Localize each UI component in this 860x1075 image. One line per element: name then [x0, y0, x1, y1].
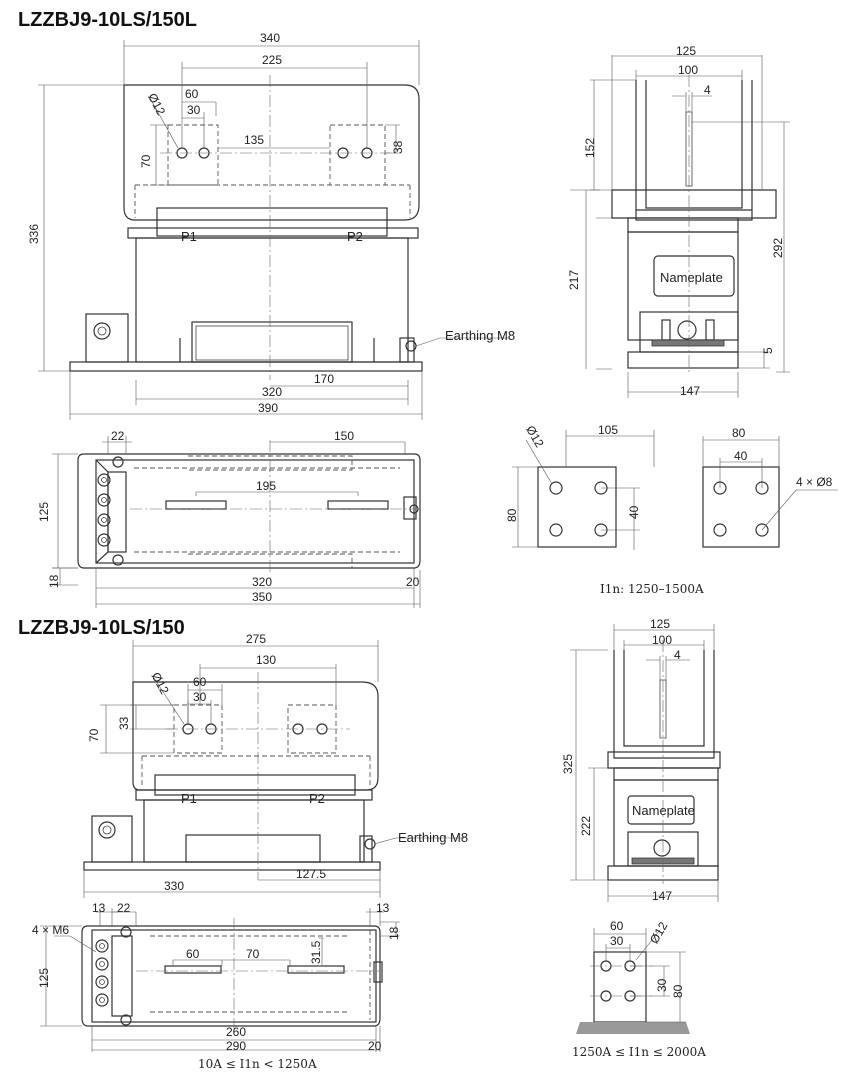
- term-dim-80b: 80: [732, 426, 746, 440]
- dim-217: 217: [567, 270, 581, 290]
- upper-side-view: 125 100 4 152 292 217 5 147 Nameplate: [567, 44, 790, 398]
- term-phi12: Ø12: [523, 423, 547, 450]
- term-dim-105: 105: [598, 423, 618, 437]
- label-p1: P1: [181, 229, 197, 244]
- lower-dim-60: 60: [193, 675, 207, 689]
- dim-135: 135: [244, 133, 264, 147]
- lower-side-dim-4: 4: [674, 648, 681, 662]
- upper-title: LZZBJ9-10LS/150L: [18, 9, 197, 31]
- lower-side-dim-125: 125: [650, 617, 670, 631]
- lower-plan-dim-22: 22: [117, 901, 131, 915]
- plan-dim-350: 350: [252, 590, 272, 604]
- lower-term-dim-60: 60: [610, 919, 624, 933]
- lower-side-view: 125 100 4 325 222 147 Nameplate: [561, 617, 721, 903]
- plan-dim-22: 22: [111, 429, 125, 443]
- lower-plan-dim-13b: 13: [376, 901, 390, 915]
- dim-70: 70: [139, 154, 153, 168]
- lower-terminal-note: 1250A ≤ I1n ≤ 2000A: [572, 1045, 706, 1059]
- lower-terminal-plate: 60 30 Ø12 30 80 1250A ≤ I1n ≤ 2000A: [572, 919, 706, 1059]
- lower-plan-dim-18: 18: [387, 926, 401, 940]
- term-dim-40: 40: [627, 505, 641, 519]
- label-earthing: Earthing M8: [445, 328, 515, 343]
- lower-term-phi12: Ø12: [647, 919, 671, 946]
- upper-plan-view: 22 150 125 195 18 320 20 350: [37, 429, 421, 608]
- term-dim-40b: 40: [734, 449, 748, 463]
- lower-dim-330: 330: [164, 879, 184, 893]
- lower-label-p2: P2: [309, 791, 325, 806]
- lower-plan-view: 4 × M6 13 22 13 18 125 60 70 31.5 260 29…: [32, 901, 401, 1071]
- plan-dim-195: 195: [256, 479, 276, 493]
- upper-current-note: I1n: 1250–1500A: [600, 582, 704, 596]
- plan-dim-320: 320: [252, 575, 272, 589]
- lower-front-view: 275 130 60 30 33 70 Ø12 P1 P2 Earthing M…: [83, 632, 468, 898]
- lower-dim-70: 70: [87, 728, 101, 742]
- dim-100: 100: [678, 63, 698, 77]
- lower-dim-30: 30: [193, 690, 207, 704]
- term-holes: 4 × Ø8: [796, 475, 833, 489]
- lower-dim-275: 275: [246, 632, 266, 646]
- dim-38: 38: [391, 140, 405, 154]
- lower-term-dim-30b: 30: [655, 978, 669, 992]
- dim-340: 340: [260, 31, 280, 45]
- lower-dim-phi12: Ø12: [149, 670, 172, 697]
- lower-plan-dim-20: 20: [368, 1039, 382, 1053]
- plan-dim-150: 150: [334, 429, 354, 443]
- label-p2: P2: [347, 229, 363, 244]
- term-dim-80: 80: [505, 508, 519, 522]
- lower-plan-m6: 4 × M6: [32, 923, 69, 937]
- upper-front-view: 340 225 60 30 135 38 70 336 320 170 390 …: [27, 31, 515, 420]
- lower-side-dim-100: 100: [652, 633, 672, 647]
- dim-292: 292: [771, 238, 785, 258]
- plan-dim-125: 125: [37, 502, 51, 522]
- upper-terminal-plates: 105 80 40 Ø12 80 40 4 × Ø8 I1n: 1250–150…: [505, 423, 838, 596]
- lower-dim-33: 33: [117, 716, 131, 730]
- dim-4: 4: [704, 83, 711, 97]
- lower-dim-130: 130: [256, 653, 276, 667]
- dim-336: 336: [27, 224, 41, 244]
- plan-dim-18: 18: [47, 574, 61, 588]
- lower-plan-dim-290: 290: [226, 1039, 246, 1053]
- lower-term-dim-80: 80: [671, 984, 685, 998]
- dim-320: 320: [262, 385, 282, 399]
- dim-30: 30: [187, 103, 201, 117]
- dim-125: 125: [676, 44, 696, 58]
- lower-title: LZZBJ9-10LS/150: [18, 617, 185, 639]
- lower-plan-dim-260: 260: [226, 1025, 246, 1039]
- lower-term-dim-30: 30: [610, 934, 624, 948]
- lower-plan-dim-31-5: 31.5: [309, 940, 323, 964]
- dim-60: 60: [185, 87, 199, 101]
- lower-plan-dim-70: 70: [246, 947, 260, 961]
- lower-plan-dim-60: 60: [186, 947, 200, 961]
- dim-phi12: Ø12: [145, 91, 168, 118]
- lower-side-dim-222: 222: [579, 816, 593, 836]
- dim-225: 225: [262, 53, 282, 67]
- lower-side-dim-325: 325: [561, 754, 575, 774]
- lower-label-p1: P1: [181, 791, 197, 806]
- dim-152: 152: [583, 138, 597, 158]
- lower-side-dim-147: 147: [652, 889, 672, 903]
- dim-170: 170: [314, 372, 334, 386]
- plan-dim-20: 20: [406, 575, 420, 589]
- lower-current-note: 10A ≤ I1n < 1250A: [198, 1057, 317, 1071]
- dim-390: 390: [258, 401, 278, 415]
- dim-147: 147: [680, 384, 700, 398]
- lower-plan-dim-13: 13: [92, 901, 106, 915]
- lower-dim-127-5: 127.5: [296, 867, 326, 881]
- lower-plan-dim-125: 125: [37, 968, 51, 988]
- lower-label-nameplate: Nameplate: [632, 803, 695, 818]
- label-nameplate: Nameplate: [660, 270, 723, 285]
- lower-label-earthing: Earthing M8: [398, 830, 468, 845]
- dim-5: 5: [761, 347, 775, 354]
